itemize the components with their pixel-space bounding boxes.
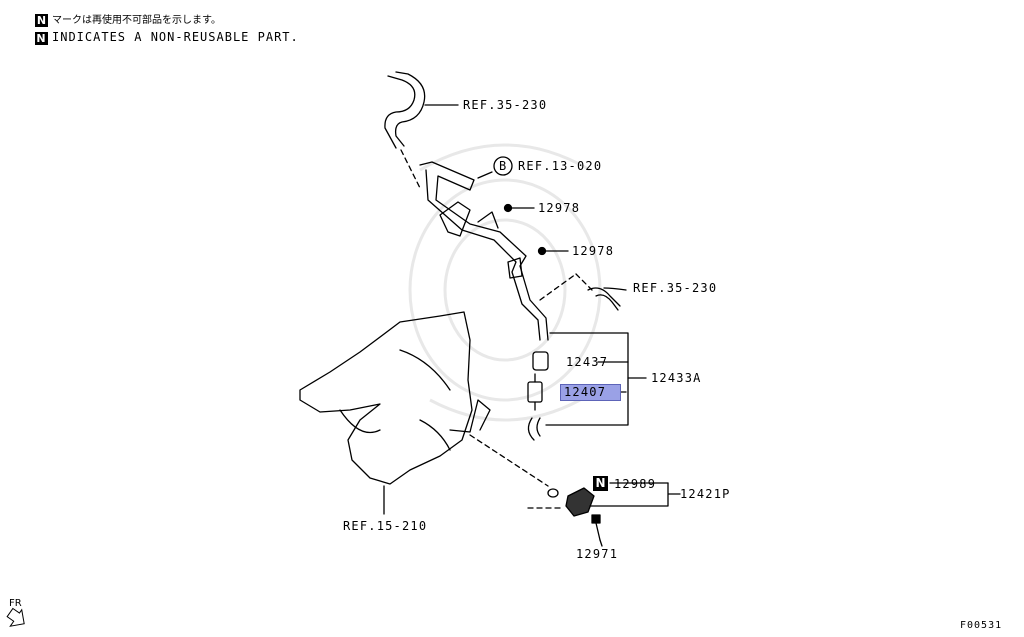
label-12421P: 12421P: [680, 487, 731, 501]
hose-right: [587, 287, 621, 311]
front-label: FR: [9, 598, 22, 609]
label-12407: 12407: [564, 385, 607, 399]
hose-upper: [384, 75, 416, 149]
non-reusable-mark: N: [35, 14, 48, 27]
legend-english: N INDICATES A NON-REUSABLE PART.: [35, 30, 299, 45]
label-ref-13-020: REF.13-020: [518, 159, 602, 173]
label-ref-35-230-right: REF.35-230: [633, 281, 717, 295]
label-12433A: 12433A: [651, 371, 702, 385]
label-ref-15-210: REF.15-210: [343, 519, 427, 533]
b-circle-icon: [493, 156, 513, 176]
non-reusable-mark: N: [35, 32, 48, 45]
legend-english-text: INDICATES A NON-REUSABLE PART.: [52, 30, 299, 44]
bracket-12433A: [545, 332, 629, 426]
vacuum-pipe: [419, 161, 549, 341]
watermark-logo: [408, 143, 602, 422]
label-12971: 12971: [576, 547, 618, 561]
non-reusable-mark-12989: N: [593, 476, 608, 491]
highlighted-part-12407[interactable]: 12407: [560, 384, 621, 401]
legend-japanese-text: マークは再使用不可部品を示します。: [52, 15, 221, 26]
bolt-icon-12978-b: [537, 246, 569, 256]
label-12437: 12437: [566, 355, 608, 369]
bolt-icon-12971: [591, 514, 603, 547]
label-b-mark: B: [499, 159, 507, 173]
label-12978-b: 12978: [572, 244, 614, 258]
front-arrow-icon: [6, 607, 25, 627]
diagram-code: F00531: [960, 620, 1003, 631]
intake-manifold: [299, 311, 473, 485]
hose-12437: [532, 351, 549, 371]
pressure-sensor-12421P: [547, 487, 595, 517]
bolt-icon-12978-a: [503, 203, 535, 213]
label-12978-a: 12978: [538, 201, 580, 215]
label-ref-35-230-top: REF.35-230: [463, 98, 547, 112]
leader-ref-13-020: [477, 171, 493, 179]
hose-lower: [527, 417, 541, 441]
label-12989: 12989: [614, 477, 656, 491]
legend-japanese: N マークは再使用不可部品を示します。: [35, 11, 221, 27]
bracket-12421P: [589, 482, 681, 507]
